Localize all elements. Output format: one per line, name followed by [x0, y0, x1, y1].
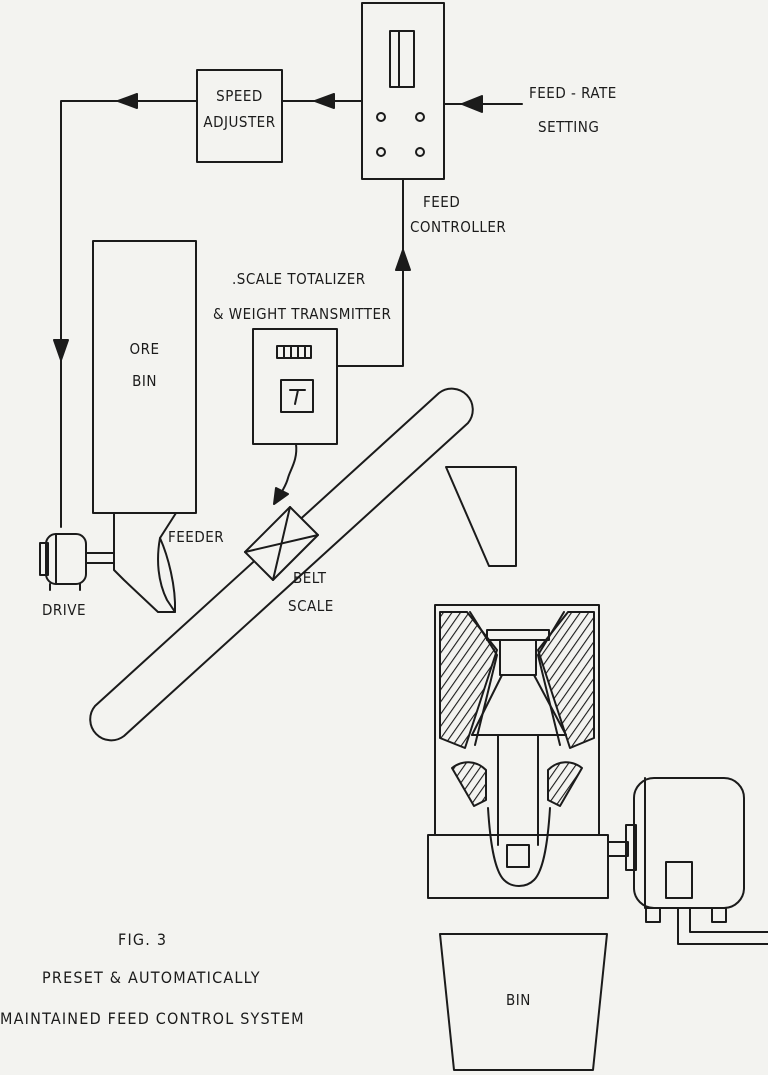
transmitter-to-controller-line: [336, 178, 411, 367]
feeder-label: FEEDER: [168, 528, 225, 546]
ore-bin: [92, 240, 197, 514]
feed-rate-label-l1: FEED - RATE: [529, 84, 617, 102]
scale-totalizer-label-l2: & WEIGHT TRANSMITTER: [213, 305, 392, 323]
speed-adjuster-label-l1: SPEED: [216, 87, 263, 105]
figure-caption-line2: MAINTAINED FEED CONTROL SYSTEM: [0, 1009, 305, 1028]
drive-label: DRIVE: [42, 601, 86, 619]
feed-controller-label-l1: FEED: [423, 193, 461, 211]
figure-caption-line1: PRESET & AUTOMATICALLY: [42, 968, 261, 987]
drive-motor: [39, 533, 115, 591]
ore-bin-label-l1: ORE: [129, 340, 160, 358]
ore-bin-label-l2: BIN: [132, 372, 157, 390]
feed-rate-arrow: [443, 95, 523, 113]
scale-totalizer-label-l1: .SCALE TOTALIZER: [232, 270, 366, 288]
belt-scale: [244, 506, 319, 581]
feed-rate-label-l2: SETTING: [538, 118, 600, 136]
crusher: [427, 604, 629, 899]
crusher-motor: [625, 777, 768, 945]
adjuster-to-drive-line: [53, 93, 198, 528]
belt-scale-signal-wire: [273, 443, 298, 505]
feed-controller-label-l2: CONTROLLER: [410, 218, 507, 236]
controller-to-adjuster-arrow: [281, 93, 363, 109]
belt-scale-label-l1: BELT: [293, 569, 327, 587]
feeder: [113, 512, 177, 613]
conveyor-belt: [89, 387, 474, 742]
scale-totalizer-box: [252, 328, 338, 445]
figure-number: FIG. 3: [118, 930, 168, 949]
discharge-chute: [445, 466, 517, 567]
feed-controller-box: [361, 2, 445, 180]
speed-adjuster-label-l2: ADJUSTER: [203, 113, 276, 131]
bin-label: BIN: [506, 991, 531, 1009]
speed-adjuster-box: [196, 69, 283, 163]
belt-scale-label-l2: SCALE: [288, 597, 334, 615]
product-bin: [439, 933, 608, 1071]
